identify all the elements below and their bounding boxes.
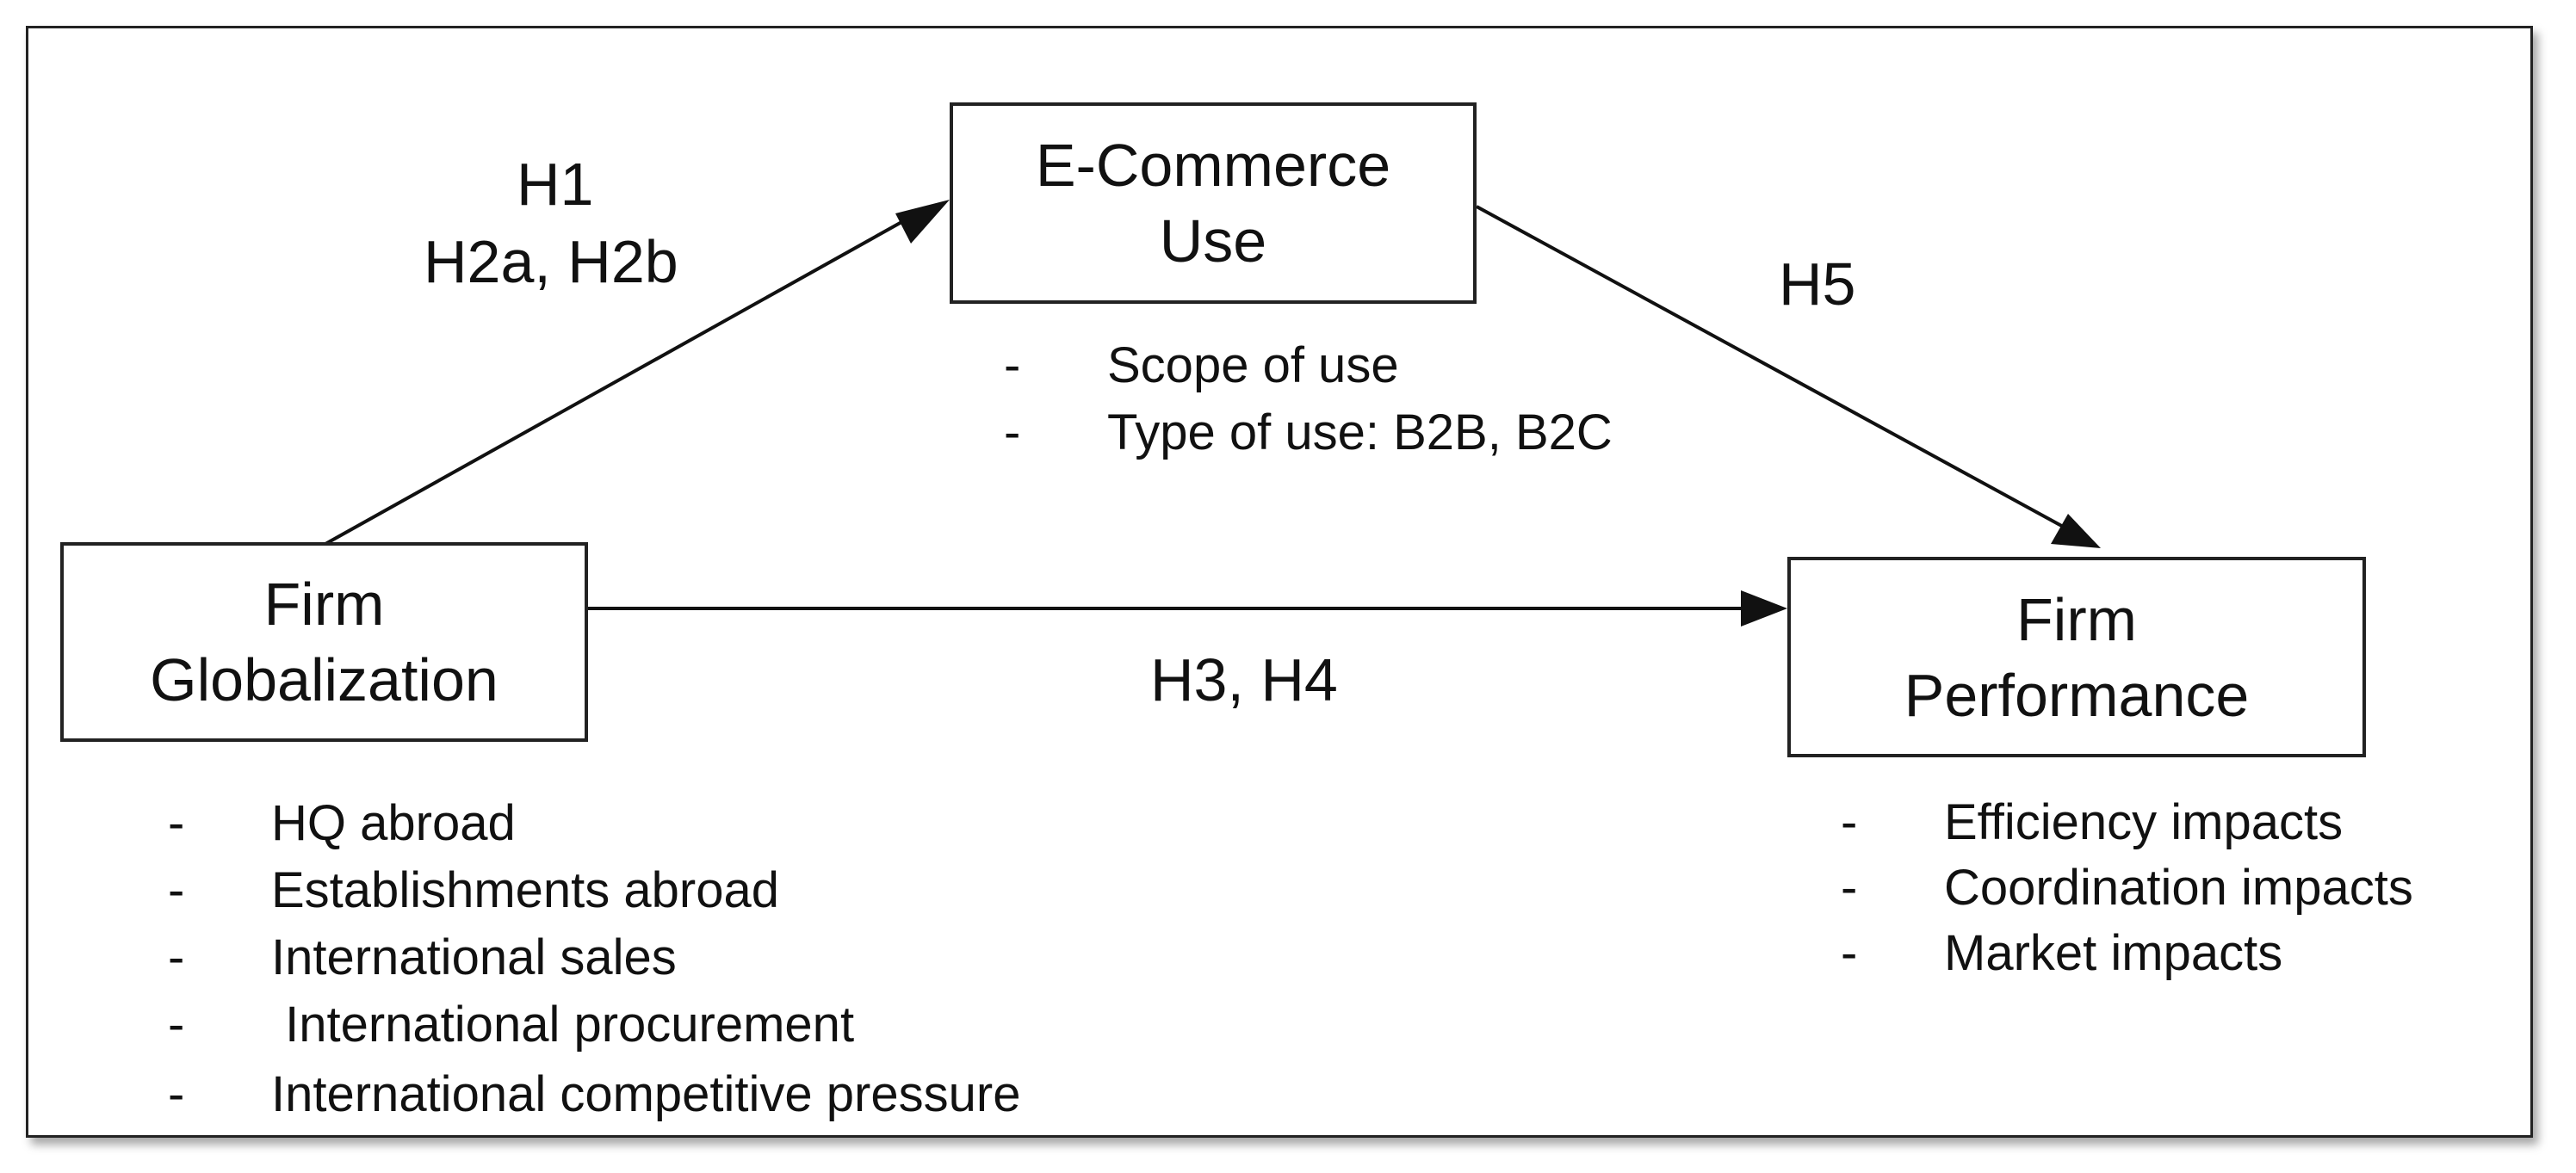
- list-item: - Scope of use: [1004, 332, 1613, 399]
- arrow-globalization-to-ecommerce: [325, 200, 950, 546]
- list-item-text: HQ abroad: [271, 795, 516, 851]
- list-dash: -: [168, 929, 185, 985]
- hypothesis-label-h2: H2a, H2b: [424, 228, 678, 295]
- ecommerce-use-box: E-Commerce Use: [950, 102, 1477, 304]
- list-item: - Market impacts: [1841, 921, 2413, 986]
- list-dash: -: [1004, 404, 1021, 460]
- list-dash: -: [1004, 337, 1021, 393]
- ecommerce-dimensions-list: - Scope of use - Type of use: B2B, B2C: [1004, 332, 1613, 466]
- list-item: - Coordination impacts: [1841, 855, 2413, 921]
- list-item-text: International sales: [271, 929, 677, 985]
- list-item-text: Efficiency impacts: [1944, 794, 2344, 850]
- globalization-title-line2: Globalization: [150, 646, 498, 713]
- hypothesis-label-h5: H5: [1779, 250, 1856, 318]
- list-item-text: Scope of use: [1107, 337, 1399, 393]
- list-item: - International competitive pressure: [168, 1059, 1020, 1131]
- list-item-text: Market impacts: [1944, 925, 2283, 981]
- list-dash: -: [1841, 925, 1858, 981]
- performance-title-line2: Performance: [1904, 661, 2250, 729]
- list-item: - International sales: [168, 924, 1020, 991]
- list-item-text: International competitive pressure: [271, 1066, 1021, 1122]
- globalization-title-line1: Firm: [263, 571, 385, 638]
- list-dash: -: [1841, 860, 1858, 916]
- list-item: - Efficiency impacts: [1841, 790, 2413, 855]
- list-item-text: Establishments abroad: [271, 862, 779, 918]
- list-item: - Establishments abroad: [168, 857, 1020, 924]
- list-item: - International procurement: [168, 991, 1020, 1059]
- list-dash: -: [1841, 794, 1858, 850]
- list-dash: -: [168, 862, 185, 918]
- list-dash: -: [168, 795, 185, 851]
- list-item-text: Type of use: B2B, B2C: [1107, 404, 1613, 460]
- globalization-dimensions-list: - HQ abroad - Establishments abroad - Inter…: [168, 790, 1020, 1131]
- ecommerce-title-line1: E-Commerce: [1035, 132, 1391, 199]
- list-item: - Type of use: B2B, B2C: [1004, 399, 1613, 466]
- performance-dimensions-list: - Efficiency impacts - Coordination impact…: [1841, 790, 2413, 986]
- list-dash: -: [168, 997, 185, 1053]
- list-item-text: International procurement: [271, 997, 855, 1053]
- hypothesis-label-h3-h4: H3, H4: [1150, 646, 1338, 713]
- ecommerce-title-line2: Use: [1159, 207, 1267, 275]
- hypothesis-label-h1: H1: [517, 151, 594, 218]
- firm-performance-box: Firm Performance: [1787, 557, 2366, 757]
- list-dash: -: [168, 1066, 185, 1122]
- arrow-globalization-to-performance: [588, 590, 1787, 627]
- list-item: - HQ abroad: [168, 790, 1020, 857]
- firm-globalization-box: Firm Globalization: [60, 542, 588, 742]
- arrow-ecommerce-to-performance: [1476, 205, 2101, 548]
- performance-title-line1: Firm: [2016, 585, 2137, 653]
- list-item-text: Coordination impacts: [1944, 860, 2413, 916]
